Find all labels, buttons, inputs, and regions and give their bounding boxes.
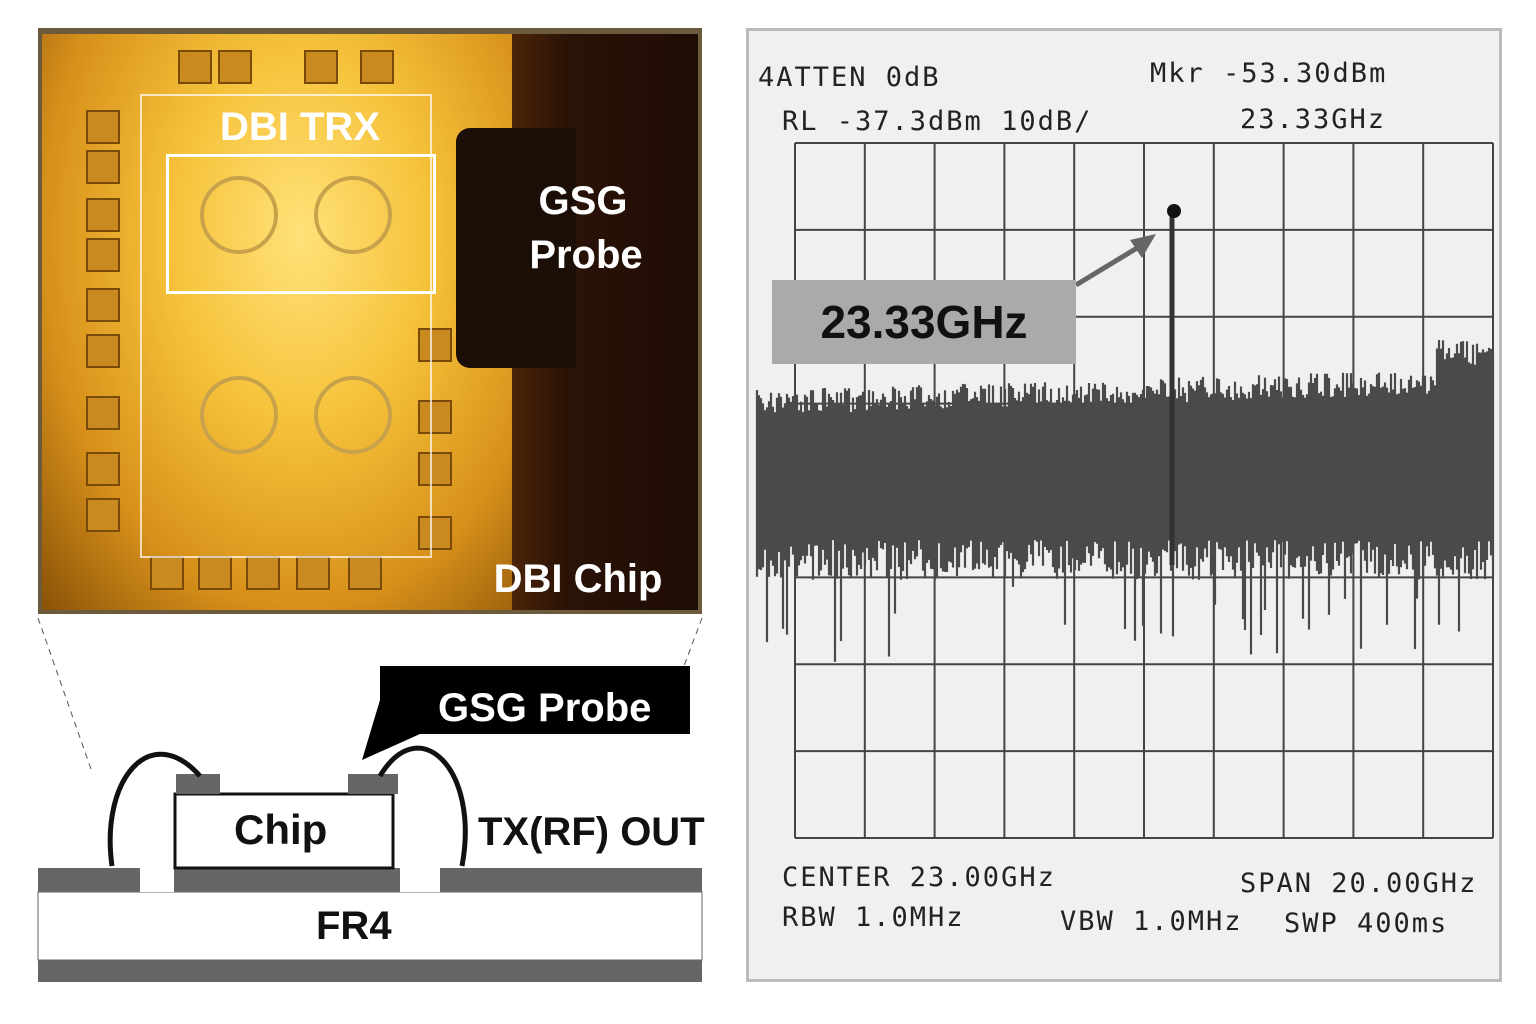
chip-outline — [140, 94, 432, 558]
chip-pad-right — [348, 774, 398, 794]
bond-pad — [86, 238, 120, 272]
trx-highlight-box — [166, 154, 436, 294]
bond-pad — [86, 452, 120, 486]
cavity-left — [140, 862, 174, 892]
cs-chip-label: Chip — [234, 806, 328, 853]
bond-pad — [178, 50, 212, 84]
bond-pad — [418, 452, 452, 486]
marker-level-readout: Mkr -53.30dBm — [1150, 58, 1388, 89]
noise-trace — [755, 340, 1495, 662]
bottom-metal-layer — [38, 960, 702, 982]
bond-pad — [418, 400, 452, 434]
fr4-substrate — [37, 891, 703, 961]
trx-label: DBI TRX — [220, 105, 380, 149]
chip-photo: DBI TRX GSG Probe DBI Chip — [38, 28, 702, 614]
bond-pad — [86, 110, 120, 144]
marker-arrow-line — [1074, 242, 1144, 288]
bond-pad — [86, 396, 120, 430]
vbw-readout: VBW 1.0MHz — [1060, 906, 1243, 937]
marker-annotation-box — [772, 280, 1076, 364]
cs-substrate-label: FR4 — [316, 904, 392, 948]
bond-pad — [86, 288, 120, 322]
probe-label-2: Probe — [529, 233, 643, 277]
inductor-ring — [200, 176, 278, 254]
inductor-ring — [200, 376, 278, 454]
probe-label-1: GSG — [538, 179, 628, 223]
cross-section-diagram — [37, 617, 703, 982]
inductor-ring — [314, 176, 392, 254]
bond-pad — [86, 150, 120, 184]
bond-pad — [218, 50, 252, 84]
chip-pad-left — [176, 774, 220, 794]
bond-pad — [296, 556, 330, 590]
bond-pad — [418, 516, 452, 550]
die-image — [42, 34, 512, 610]
marker-dot — [1167, 204, 1181, 218]
bond-pad — [360, 50, 394, 84]
marker-arrowhead — [1130, 234, 1156, 258]
bond-wire-left — [107, 751, 202, 867]
rbw-readout: RBW 1.0MHz — [782, 902, 965, 933]
bond-pad — [304, 50, 338, 84]
zoom-guide-right — [683, 617, 703, 667]
bond-pad — [198, 556, 232, 590]
span-readout: SPAN 20.00GHz — [1240, 868, 1478, 899]
atten-readout: 4ATTEN 0dB — [758, 62, 941, 93]
gsg-probe-shape — [362, 666, 690, 760]
marker-annotation: 23.33GHz — [820, 296, 1028, 348]
gsg-probe-tip — [456, 128, 576, 368]
marker-freq-readout: 23.33GHz — [1240, 104, 1387, 135]
ref-level-readout: RL -37.3dBm 10dB/ — [782, 106, 1093, 137]
chip-label: DBI Chip — [493, 557, 663, 601]
cavity-right — [400, 862, 440, 892]
bond-pad — [86, 498, 120, 532]
cs-probe-label: GSG Probe — [438, 686, 652, 730]
bond-wire-right — [377, 745, 468, 867]
cs-output-label: TX(RF) OUT — [478, 810, 705, 854]
chip-block — [173, 792, 395, 870]
sweep-readout: SWP 400ms — [1284, 908, 1449, 939]
bond-pad — [86, 334, 120, 368]
bond-pad — [86, 198, 120, 232]
zoom-guide-left — [37, 617, 93, 773]
inductor-ring — [314, 376, 392, 454]
center-readout: CENTER 23.00GHz — [782, 862, 1056, 893]
bond-pad — [418, 328, 452, 362]
